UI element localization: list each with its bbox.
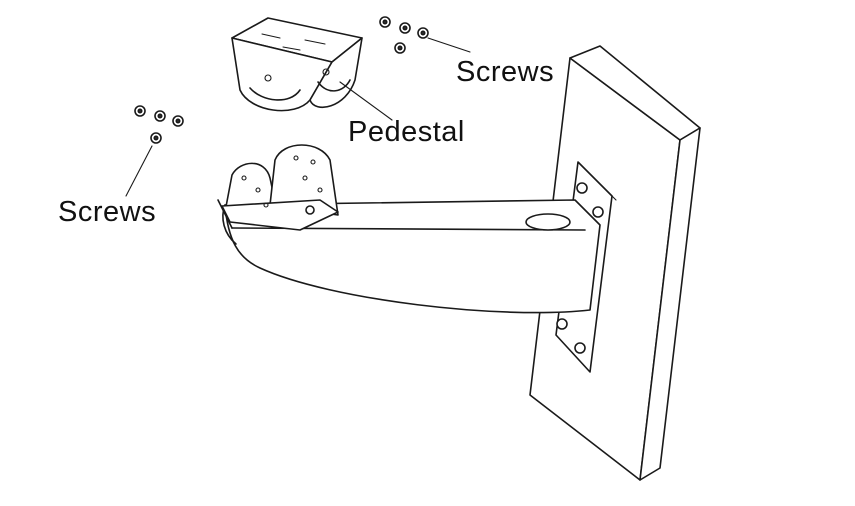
screw-group-top bbox=[379, 16, 429, 54]
leader-line-screws-top bbox=[427, 37, 471, 53]
arm-pedestal-mount bbox=[221, 144, 339, 231]
label-pedestal: Pedestal bbox=[348, 116, 465, 148]
leader-line-screws-left bbox=[125, 145, 153, 197]
label-screws-left: Screws bbox=[58, 196, 157, 228]
leader-line-pedestal bbox=[339, 81, 393, 121]
wall-block bbox=[529, 45, 701, 481]
label-screws-top: Screws bbox=[456, 56, 555, 88]
screw-group-left bbox=[134, 105, 184, 144]
pedestal-bracket bbox=[231, 17, 363, 112]
